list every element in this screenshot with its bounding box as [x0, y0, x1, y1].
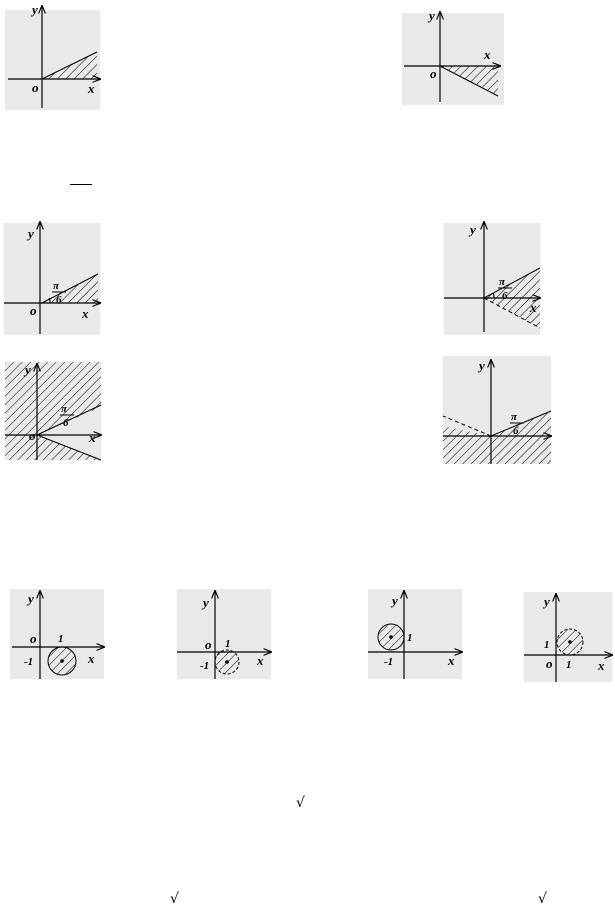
boundary-ray-lower: [36, 434, 102, 461]
angle-denominator: 6: [513, 425, 519, 437]
angle-arc: [492, 292, 495, 299]
origin-label: o: [30, 631, 37, 646]
boundary-ray-lower: [483, 297, 541, 329]
boundary-ray: [439, 65, 499, 97]
overbar-mark: [70, 184, 92, 185]
x-label: x: [81, 306, 89, 321]
sqrt-symbol-2: √: [170, 891, 179, 907]
x-label: x: [529, 300, 537, 315]
boundary-ray-left: [442, 415, 492, 437]
origin-label: o: [430, 66, 437, 81]
origin-label: o: [30, 303, 37, 318]
boundary-ray: [36, 404, 102, 436]
tick-label-x: 1: [58, 633, 64, 645]
figure-7: y x o 1 -1: [10, 589, 108, 679]
y-label: y: [477, 358, 485, 373]
angle-numerator: π: [53, 280, 60, 292]
x-label: x: [483, 47, 491, 62]
y-label: y: [390, 593, 398, 608]
x-label: x: [597, 658, 605, 673]
tick-label-x: 1: [225, 638, 231, 650]
y-label: y: [30, 2, 38, 17]
angle-numerator: π: [511, 411, 518, 423]
angle-denominator: 6: [502, 290, 508, 302]
figure-8: y x o 1 -1: [177, 589, 275, 679]
angle-denominator: 6: [63, 417, 69, 429]
boundary-ray: [41, 273, 99, 304]
x-label: x: [256, 653, 264, 668]
figure-5: y x o π 6: [5, 362, 105, 461]
tick-label-y: 1: [544, 639, 550, 651]
y-label: y: [26, 591, 34, 606]
figure-6: y π 6: [442, 356, 553, 464]
tick-label-x: 1: [566, 659, 572, 671]
y-label: y: [542, 594, 550, 609]
sqrt-symbol-3: √: [538, 891, 547, 907]
x-label: x: [87, 81, 95, 96]
center-dot: [389, 635, 393, 639]
center-dot: [225, 660, 229, 664]
angle-arc: [48, 297, 51, 304]
y-label: y: [427, 8, 435, 23]
angle-numerator: π: [61, 403, 68, 415]
figure-9: y x 1 -1: [368, 589, 466, 679]
figure-1: y x o: [5, 2, 110, 110]
figure-10: y x o 1 1: [524, 592, 615, 682]
x-label: x: [87, 651, 95, 666]
origin-label: o: [32, 80, 39, 95]
y-label: y: [26, 226, 34, 241]
angle-denominator: 6: [56, 294, 62, 306]
hatched-region: [443, 411, 551, 464]
y-label: y: [201, 595, 209, 610]
angle-numerator: π: [499, 276, 506, 288]
sqrt-symbol-1: √: [296, 795, 305, 811]
tick-label-x: -1: [384, 656, 393, 668]
hatched-lower: [5, 435, 101, 460]
y-label: y: [468, 222, 476, 237]
figure-3: y x o π 6: [4, 218, 105, 335]
tick-label-y: -1: [24, 656, 33, 668]
figure-4: y x π 6: [444, 218, 545, 335]
shade-region: [4, 223, 100, 335]
center-dot: [568, 640, 572, 644]
shade-region: [402, 13, 504, 105]
x-label: x: [447, 653, 455, 668]
origin-label: o: [205, 637, 212, 652]
x-label: x: [88, 430, 96, 445]
tick-label-y: 1: [407, 632, 413, 644]
center-dot: [60, 659, 64, 663]
tick-label-y: -1: [200, 660, 209, 672]
origin-label: o: [29, 428, 36, 443]
origin-label: o: [546, 656, 553, 671]
boundary-ray: [41, 51, 98, 80]
y-label: y: [23, 362, 31, 377]
figure-2: y x o: [402, 8, 504, 105]
